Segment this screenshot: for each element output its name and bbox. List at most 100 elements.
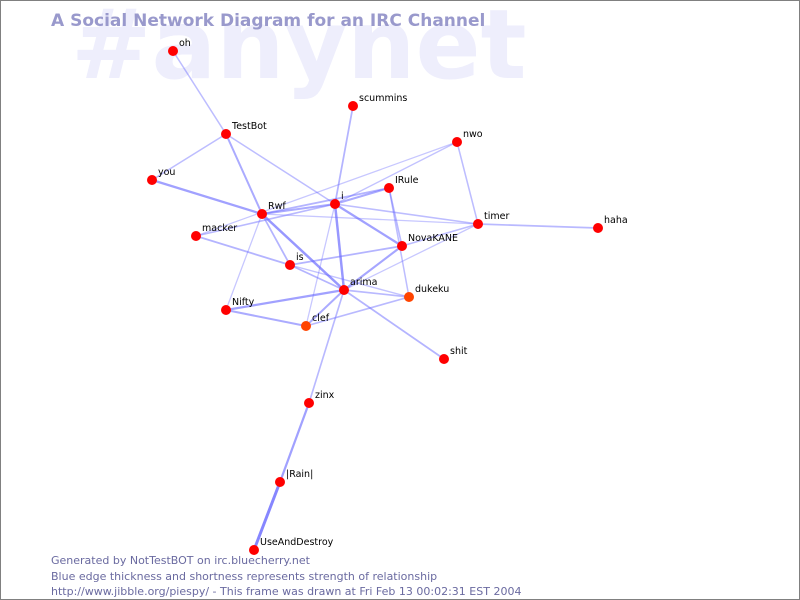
diagram-title: A Social Network Diagram for an IRC Chan… bbox=[51, 11, 486, 31]
node-label: IRule bbox=[395, 175, 419, 186]
footer: Generated by NotTestBOT on irc.bluecherr… bbox=[51, 553, 522, 599]
node-dot[interactable] bbox=[191, 231, 201, 241]
node-is[interactable]: is bbox=[285, 252, 304, 270]
node-label: nwo bbox=[463, 129, 483, 140]
node-haha[interactable]: haha bbox=[593, 215, 628, 233]
node-label: oh bbox=[179, 38, 191, 49]
edge-TestBot-you bbox=[151, 133, 227, 181]
node-label: Rwf bbox=[268, 201, 286, 212]
edge-nwo-i bbox=[334, 141, 458, 205]
node-dukeku[interactable]: dukeku bbox=[404, 284, 449, 302]
footer-generated-by: Generated by NotTestBOT on irc.bluecherr… bbox=[51, 554, 310, 567]
node-dot[interactable] bbox=[221, 305, 231, 315]
edge-i-IRule bbox=[334, 187, 390, 205]
edge-i-clef bbox=[305, 203, 336, 327]
node-nwo[interactable]: nwo bbox=[452, 129, 483, 147]
node-dot[interactable] bbox=[275, 477, 285, 487]
edge-TestBot-i bbox=[225, 133, 336, 205]
node-TestBot[interactable]: TestBot bbox=[221, 121, 267, 139]
node-dot[interactable] bbox=[473, 219, 483, 229]
node-label: UseAndDestroy bbox=[260, 537, 334, 548]
node-zinx[interactable]: zinx bbox=[304, 390, 335, 408]
edge-macker-is bbox=[195, 235, 291, 266]
node-NovaKANE[interactable]: NovaKANE bbox=[397, 233, 458, 251]
node-label: timer bbox=[484, 211, 509, 222]
node-dot[interactable] bbox=[439, 354, 449, 364]
edge-Rain-UseAndDestroy bbox=[252, 480, 282, 552]
node-label: TestBot bbox=[231, 121, 267, 132]
node-label: scummins bbox=[359, 93, 407, 104]
edge-Rwf-IRule bbox=[261, 187, 390, 215]
edge-arima-dukeku bbox=[343, 289, 410, 298]
edge-i-arima bbox=[333, 202, 346, 292]
edge-Rwf-timer bbox=[261, 213, 479, 225]
edge-i-NovaKANE bbox=[333, 202, 404, 248]
node-dot[interactable] bbox=[384, 183, 394, 193]
node-dot[interactable] bbox=[348, 101, 358, 111]
node-dot[interactable] bbox=[452, 137, 462, 147]
node-label: shit bbox=[450, 346, 468, 357]
node-scummins[interactable]: scummins bbox=[348, 93, 407, 111]
edge-arima-shit bbox=[343, 289, 445, 360]
node-dot[interactable] bbox=[339, 285, 349, 295]
node-dot[interactable] bbox=[147, 175, 157, 185]
node-Rwf[interactable]: Rwf bbox=[257, 201, 286, 219]
edge-Nifty-clef bbox=[225, 309, 307, 327]
node-clef[interactable]: clef bbox=[301, 313, 330, 331]
node-dot[interactable] bbox=[397, 241, 407, 251]
edge-nwo-timer bbox=[456, 141, 479, 225]
node-dot[interactable] bbox=[330, 199, 340, 209]
edge-timer-haha bbox=[477, 223, 599, 229]
node-dot[interactable] bbox=[168, 46, 178, 56]
node-dot[interactable] bbox=[404, 292, 414, 302]
node-Rain[interactable]: |Rain| bbox=[275, 469, 313, 487]
edge-macker-i bbox=[195, 203, 336, 237]
node-dot[interactable] bbox=[593, 223, 603, 233]
node-oh[interactable]: oh bbox=[168, 38, 191, 56]
edge-you-Rwf bbox=[150, 178, 264, 216]
node-UseAndDestroy[interactable]: UseAndDestroy bbox=[249, 537, 334, 555]
node-shit[interactable]: shit bbox=[439, 346, 468, 364]
edge-Rwf-is bbox=[261, 213, 291, 266]
edge-Rwf-arima bbox=[260, 212, 346, 292]
node-dot[interactable] bbox=[249, 545, 259, 555]
edge-i-timer bbox=[334, 203, 479, 225]
node-IRule[interactable]: IRule bbox=[384, 175, 419, 193]
node-label: i bbox=[341, 191, 344, 202]
node-you[interactable]: you bbox=[147, 167, 175, 185]
footer-url-timestamp[interactable]: http://www.jibble.org/piespy/ - This fra… bbox=[51, 585, 522, 598]
node-i[interactable]: i bbox=[330, 191, 344, 209]
footer-legend-note: Blue edge thickness and shortness repres… bbox=[51, 569, 438, 583]
edge-Rwf-Nifty bbox=[225, 213, 263, 311]
node-label: arima bbox=[350, 277, 377, 288]
node-dot[interactable] bbox=[301, 321, 311, 331]
edge-TestBot-Rwf bbox=[225, 133, 263, 215]
node-label: you bbox=[158, 167, 175, 178]
node-label: macker bbox=[202, 223, 237, 234]
node-timer[interactable]: timer bbox=[473, 211, 509, 229]
node-macker[interactable]: macker bbox=[191, 223, 237, 241]
edge-is-dukeku bbox=[289, 264, 410, 298]
edge-oh-TestBot bbox=[172, 50, 227, 135]
node-label: is bbox=[296, 252, 304, 263]
node-dot[interactable] bbox=[304, 398, 314, 408]
edge-arima-Nifty bbox=[224, 288, 346, 312]
edge-timer-NovaKANE bbox=[401, 223, 479, 247]
channel-watermark: #anynet bbox=[71, 0, 527, 101]
node-dot[interactable] bbox=[285, 260, 295, 270]
node-arima[interactable]: arima bbox=[339, 277, 377, 295]
edge-NovaKANE-is bbox=[289, 245, 403, 266]
edge-Rwf-i bbox=[261, 203, 336, 215]
node-label: Nifty bbox=[232, 297, 255, 308]
node-dot[interactable] bbox=[221, 129, 231, 139]
edge-is-arima bbox=[289, 264, 345, 291]
node-Nifty[interactable]: Nifty bbox=[221, 297, 255, 315]
edge-timer-arima bbox=[343, 223, 479, 291]
edge-nwo-macker bbox=[195, 141, 458, 237]
edge-NovaKANE-arima bbox=[342, 244, 404, 292]
node-dot[interactable] bbox=[257, 209, 267, 219]
edge-scummins-i bbox=[334, 105, 354, 205]
